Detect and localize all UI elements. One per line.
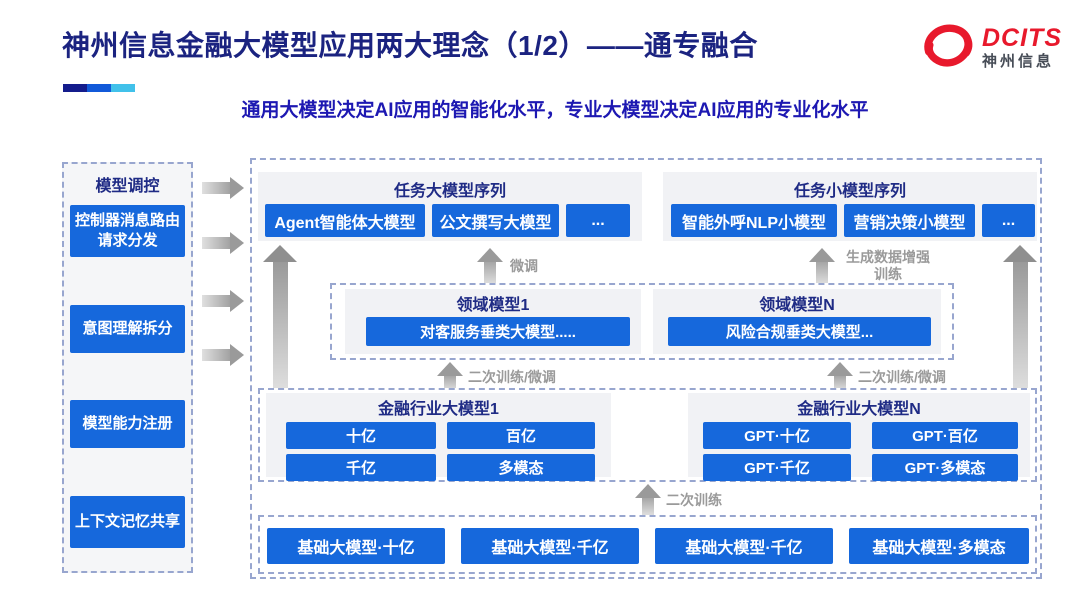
industry-model-n-title: 金融行业大模型N: [797, 401, 921, 418]
right-arrow-icon: [202, 290, 244, 312]
up-arrow-icon: [263, 245, 297, 393]
sidebar-item-router: 控制器消息路由请求分发: [70, 205, 185, 257]
model-chip-agent: Agent智能体大模型: [265, 204, 425, 237]
retrain-label: 二次训练: [666, 492, 722, 508]
company-logo: DCITS 神州信息: [920, 20, 1062, 75]
right-arrow-icon: [202, 344, 244, 366]
sidebar-item-intent: 意图理解拆分: [70, 305, 185, 353]
model-chip-gpt-multimodal: GPT·多模态: [872, 454, 1018, 481]
sidebar-item-context: 上下文记忆共享: [70, 496, 185, 548]
retrain-ft-label-right: 二次训练/微调: [858, 369, 946, 385]
gen-augment-label-2: 训练: [874, 266, 902, 282]
model-chip-marketing: 营销决策小模型: [844, 204, 975, 237]
model-chip-base-100b-2: 基础大模型·千亿: [655, 528, 833, 564]
model-chip-risk-compliance: 风险合规垂类大模型...: [668, 317, 931, 346]
up-arrow-icon: [437, 362, 463, 390]
model-chip-multimodal: 多模态: [447, 454, 595, 481]
model-chip-gpt-10b: GPT·百亿: [872, 422, 1018, 449]
model-chip-customer-service: 对客服务垂类大模型.....: [366, 317, 630, 346]
model-chip-outbound-nlp: 智能外呼NLP小模型: [671, 204, 837, 237]
model-chip-base-1b: 基础大模型·十亿: [267, 528, 445, 564]
model-chip-1b: 十亿: [286, 422, 436, 449]
model-chip-100b: 千亿: [286, 454, 436, 481]
gen-augment-label: 生成数据增强: [846, 249, 930, 265]
domain-model-n-title: 领域模型N: [759, 297, 835, 314]
logo-cn-text: 神州信息: [982, 53, 1055, 70]
sidebar-item-registry: 模型能力注册: [70, 400, 185, 448]
up-arrow-icon: [635, 484, 661, 515]
fine-tune-label: 微调: [510, 258, 538, 274]
industry-model-1-title: 金融行业大模型1: [378, 401, 499, 418]
model-chip-base-100b: 基础大模型·千亿: [461, 528, 639, 564]
task-large-title: 任务大模型序列: [393, 183, 506, 200]
model-chip-doc-writing: 公文撰写大模型: [432, 204, 559, 237]
model-chip-more: ...: [566, 204, 630, 237]
retrain-ft-label-left: 二次训练/微调: [468, 369, 556, 385]
right-arrow-icon: [202, 177, 244, 199]
task-small-title: 任务小模型序列: [793, 183, 906, 200]
right-arrow-icon: [202, 232, 244, 254]
up-arrow-icon: [477, 248, 503, 284]
slide-subtitle: 通用大模型决定AI应用的智能化水平，专业大模型决定AI应用的专业化水平: [241, 100, 869, 121]
logo-brand-text: DCITS: [982, 23, 1062, 52]
accent-bar: [63, 84, 135, 92]
dcits-swirl-icon: [920, 20, 976, 75]
up-arrow-icon: [827, 362, 853, 390]
model-chip-gpt-1b: GPT·十亿: [703, 422, 851, 449]
sidebar-title: 模型调控: [95, 178, 160, 195]
up-arrow-icon: [1003, 245, 1037, 393]
page-title: 神州信息金融大模型应用两大理念（1/2）——通专融合: [62, 30, 758, 61]
accent-segment: [63, 84, 87, 92]
accent-segment: [111, 84, 135, 92]
domain-model-1-title: 领域模型1: [456, 297, 530, 314]
model-chip-more: ...: [982, 204, 1035, 237]
up-arrow-icon: [809, 248, 835, 284]
model-chip-10b: 百亿: [447, 422, 595, 449]
model-chip-gpt-100b: GPT·千亿: [703, 454, 851, 481]
accent-segment: [87, 84, 111, 92]
model-chip-base-multimodal: 基础大模型·多模态: [849, 528, 1029, 564]
